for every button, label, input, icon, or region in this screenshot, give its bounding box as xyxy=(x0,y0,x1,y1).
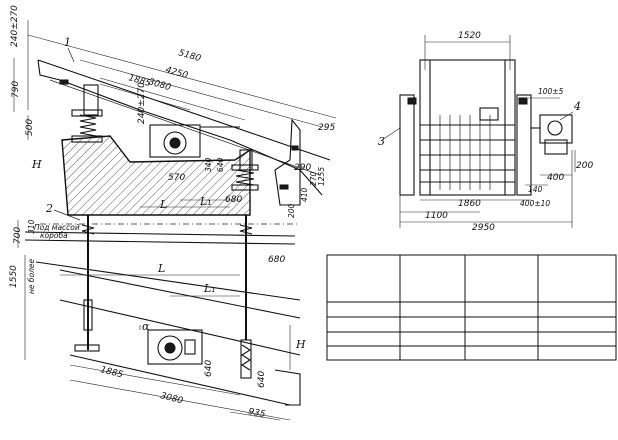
dim-680-mid: 680 xyxy=(268,255,285,265)
support-beam-b xyxy=(24,239,296,245)
dim-410: 410 xyxy=(300,187,309,202)
spring-assembly-top-left xyxy=(71,84,103,143)
dim-240-270-top: 240±270 xyxy=(10,5,20,47)
note-under-mass-line2: короба xyxy=(40,231,68,240)
dim-680-top: 680 xyxy=(225,195,242,205)
symbol-H-bottom: H xyxy=(295,338,306,351)
dim-935: 935 xyxy=(247,407,266,420)
top-frame-edge xyxy=(37,59,331,161)
symbol-L-top: L xyxy=(159,198,167,211)
callout-2: 2 xyxy=(45,202,53,215)
table-frame xyxy=(326,254,617,361)
symbol-L-bottom: L xyxy=(157,262,165,275)
callout-1: 1 xyxy=(64,36,71,49)
lower-top-edge xyxy=(35,261,301,301)
dim-line-5180 xyxy=(27,34,337,119)
dim-500: 500 xyxy=(25,119,35,136)
right-post xyxy=(516,94,532,196)
dim-1860: 1860 xyxy=(458,199,481,209)
dim-400: 400 xyxy=(547,173,564,183)
dim-295: 295 xyxy=(318,123,335,133)
symbol-L1-bottom: L₁ xyxy=(203,282,216,295)
dim-270: 270 xyxy=(309,171,318,186)
dim-790: 790 xyxy=(11,81,21,98)
screen-box-body xyxy=(61,135,251,216)
dim-640-right: 640 xyxy=(257,371,267,388)
drive-unit-right xyxy=(531,114,573,155)
dim-5180: 5180 xyxy=(177,48,202,64)
dim-1885-bot: 1885 xyxy=(99,365,124,380)
dim-640-bot: 640 xyxy=(204,360,214,377)
dim-400-10: 400±10 xyxy=(520,199,550,208)
front-view xyxy=(381,35,576,228)
note-not-more: не более xyxy=(27,258,36,294)
motor-housing-top xyxy=(149,124,201,158)
dim-3080-bot: 3080 xyxy=(159,391,184,406)
spring-assembly-top-right xyxy=(231,149,259,191)
lower-right-hanger-block xyxy=(240,339,252,379)
dim-640-top: 640 xyxy=(216,157,225,172)
motor-housing-bottom xyxy=(147,329,203,365)
lower-incline xyxy=(59,269,301,319)
dim-340: 340 xyxy=(204,157,213,172)
data-table xyxy=(326,254,617,361)
left-post xyxy=(399,94,415,196)
motor-pulley-bottom xyxy=(157,335,183,361)
dimension-labels: 240±270 5180 4250 3080 1885 790 500 240±… xyxy=(9,5,593,420)
dim-310: 310 xyxy=(27,219,36,234)
callout-3: 3 xyxy=(378,135,385,148)
callout-labels: 1 2 3 4 xyxy=(45,36,581,221)
front-frame xyxy=(419,59,516,196)
note-labels: Под массой короба не более xyxy=(27,223,80,294)
dim-1520: 1520 xyxy=(458,31,481,41)
symbol-L1-top: L₁ xyxy=(199,195,212,208)
dim-line-3080 xyxy=(99,77,246,121)
symbol-alpha: α xyxy=(142,320,150,333)
note-under-mass-line1: Под массой xyxy=(34,223,80,232)
dim-200-left: 200 xyxy=(287,203,296,218)
dim-2950: 2950 xyxy=(472,223,495,233)
dim-570: 570 xyxy=(168,173,185,183)
symbol-labels: H L L₁ L L₁ H α xyxy=(31,158,306,351)
dim-4250: 4250 xyxy=(164,65,189,81)
right-bracket xyxy=(274,118,301,206)
dim-1100: 1100 xyxy=(425,211,448,221)
dim-line-1885 xyxy=(99,83,191,111)
dim-200-right: 200 xyxy=(576,161,593,171)
callout-4: 4 xyxy=(573,100,581,113)
dim-290: 290 xyxy=(294,163,311,173)
dim-100-5: 100±5 xyxy=(538,87,564,96)
dim-1550: 1550 xyxy=(9,265,19,288)
dim-140: 140 xyxy=(528,185,543,194)
support-beam-a xyxy=(24,231,296,237)
dim-700: 700 xyxy=(13,227,23,244)
dim-1255: 1255 xyxy=(317,167,326,186)
symbol-H-top: H xyxy=(31,158,42,171)
dim-240-270-mid: 240±270 xyxy=(137,82,147,124)
dim-line-4250 xyxy=(79,59,323,128)
motor-pulley-top xyxy=(163,131,187,155)
screen-deck-grid xyxy=(420,115,515,190)
side-view-top xyxy=(13,20,337,270)
side-view-bottom xyxy=(24,240,301,421)
